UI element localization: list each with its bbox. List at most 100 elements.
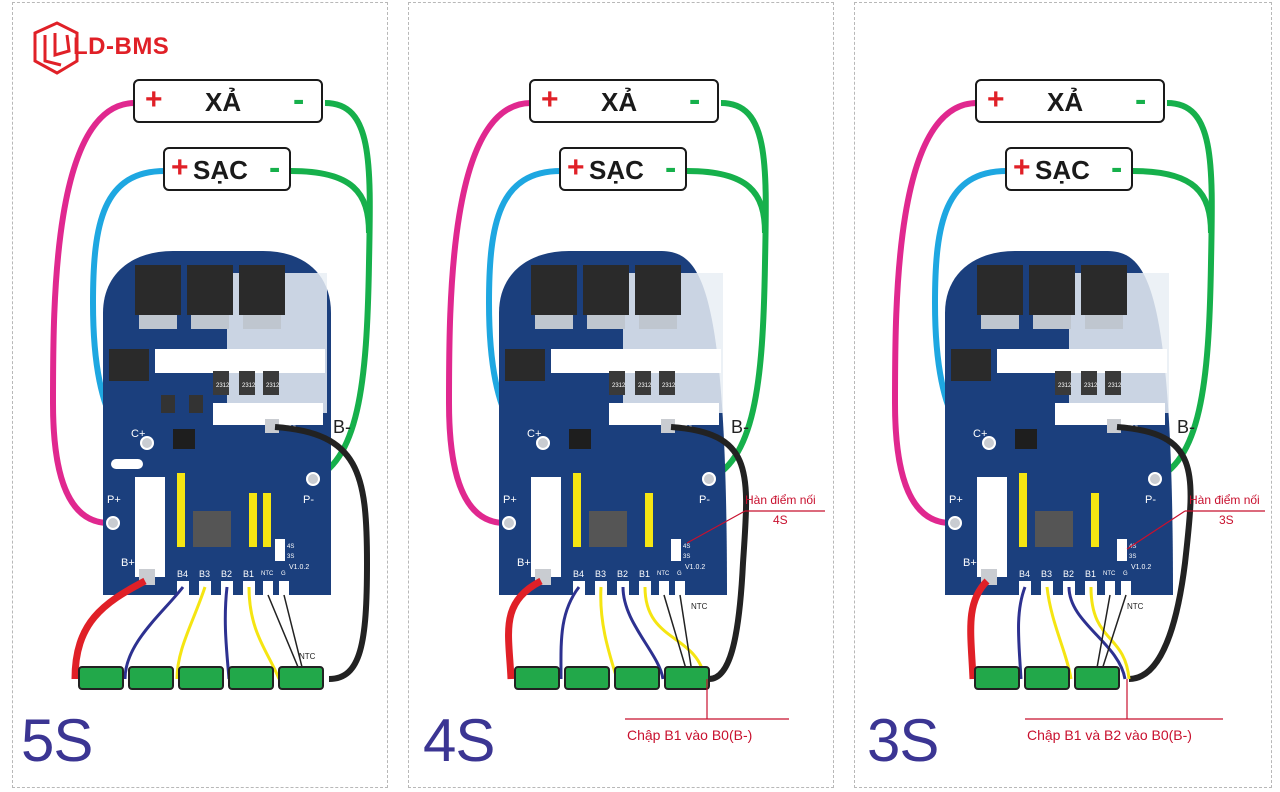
svg-text:B1: B1 (1085, 569, 1096, 579)
wiring-diagram-4s: 2312 2312 2312 4S 3S V1.0.2 C+ B- P+ P- … (445, 100, 825, 720)
svg-text:G: G (281, 571, 286, 577)
svg-text:3S: 3S (683, 554, 690, 560)
svg-text:2312: 2312 (242, 383, 256, 389)
discharge-plus: + (145, 83, 163, 116)
panel-3s: 2312 2312 2312 4S 3S V1.0.2 C+ B- P+ P- … (854, 2, 1272, 788)
svg-text:4S: 4S (287, 544, 294, 550)
config-label: 4S (423, 707, 495, 774)
svg-text:B+: B+ (963, 557, 977, 569)
svg-text:B2: B2 (221, 569, 232, 579)
bridge-note: Chập B1 và B2 vào B0(B-) (1027, 727, 1192, 743)
discharge-port-box: + XẢ - (975, 79, 1165, 123)
svg-text:4S: 4S (1129, 544, 1136, 550)
bms-ic (193, 511, 231, 547)
charge-label: SẠC (193, 155, 248, 185)
svg-text:NTC: NTC (1103, 571, 1116, 577)
svg-text:4S: 4S (683, 544, 690, 550)
discharge-minus: - (1135, 81, 1147, 119)
svg-text:P+: P+ (107, 494, 121, 506)
svg-text:2312: 2312 (1108, 383, 1122, 389)
brand-name: LD-BMS (73, 33, 170, 60)
discharge-plus: + (987, 83, 1005, 116)
bridge-note: Chập B1 vào B0(B-) (627, 727, 753, 743)
battery-cell (128, 666, 174, 690)
charge-minus-wire (290, 168, 372, 234)
svg-text:B3: B3 (199, 569, 210, 579)
svg-text:G: G (677, 571, 682, 577)
solder-note: Hàn điểm nối (1189, 493, 1260, 507)
battery-cell (78, 666, 124, 690)
discharge-plus: + (541, 83, 559, 116)
solder-target: 3S (1219, 513, 1234, 527)
discharge-port-box: + XẢ - (529, 79, 719, 123)
svg-text:P+: P+ (949, 494, 963, 506)
mosfet (187, 265, 233, 315)
battery-cell (178, 666, 224, 690)
svg-text:2312: 2312 (1058, 383, 1072, 389)
svg-text:B2: B2 (617, 569, 628, 579)
svg-text:C+: C+ (527, 428, 541, 440)
svg-text:2312: 2312 (638, 383, 652, 389)
charge-minus: - (665, 149, 677, 187)
discharge-port-box: + XẢ - (133, 79, 323, 123)
svg-text:NTC: NTC (691, 602, 708, 611)
charge-plus: + (567, 151, 585, 184)
solder-note: Hàn điểm nối (745, 493, 816, 507)
solder-target: 4S (773, 513, 788, 527)
svg-text:B+: B+ (517, 557, 531, 569)
svg-text:B1: B1 (639, 569, 650, 579)
discharge-minus: - (689, 81, 701, 119)
svg-text:2312: 2312 (612, 383, 626, 389)
config-label: 3S (867, 707, 939, 774)
config-label: 5S (21, 707, 93, 774)
svg-text:G: G (1123, 571, 1128, 577)
charge-port-box: + SẠC - (559, 147, 687, 191)
charge-minus: - (1111, 149, 1123, 187)
battery-cell (228, 666, 274, 690)
svg-text:B4: B4 (573, 569, 584, 579)
panel-4s: 2312 2312 2312 4S 3S V1.0.2 C+ B- P+ P- … (408, 2, 834, 788)
mosfet (239, 265, 285, 315)
svg-text:NTC: NTC (1127, 602, 1144, 611)
svg-text:B3: B3 (595, 569, 606, 579)
svg-text:B2: B2 (1063, 569, 1074, 579)
svg-text:C+: C+ (973, 428, 987, 440)
svg-text:B-: B- (731, 417, 749, 437)
discharge-plus-wire (49, 100, 136, 526)
svg-text:C+: C+ (131, 428, 145, 440)
discharge-minus: - (293, 81, 305, 119)
discharge-label: XẢ (601, 87, 638, 117)
svg-text:2312: 2312 (216, 383, 230, 389)
charge-plus: + (171, 151, 189, 184)
wiring-diagram-3s: 2312 2312 2312 4S 3S V1.0.2 C+ B- P+ P- … (891, 100, 1265, 720)
svg-text:B4: B4 (177, 569, 188, 579)
mosfet (135, 265, 181, 315)
svg-text:B3: B3 (1041, 569, 1052, 579)
svg-text:2312: 2312 (266, 383, 280, 389)
bplus-wire (71, 577, 147, 680)
svg-text:V1.0.2: V1.0.2 (1131, 564, 1151, 571)
svg-text:B+: B+ (121, 557, 135, 569)
discharge-label: XẢ (1047, 87, 1084, 117)
charge-port-box: + SẠC - (1005, 147, 1133, 191)
svg-text:3S: 3S (287, 554, 294, 560)
svg-text:P-: P- (699, 494, 710, 506)
svg-text:P-: P- (303, 494, 314, 506)
charge-plus: + (1013, 151, 1031, 184)
svg-text:B-: B- (333, 417, 351, 437)
svg-text:2312: 2312 (662, 383, 676, 389)
svg-text:B1: B1 (243, 569, 254, 579)
panel-5s: LD-BMS 2312 2312 2312 (12, 2, 388, 788)
svg-text:P-: P- (1145, 494, 1156, 506)
svg-text:NTC: NTC (657, 571, 670, 577)
svg-text:P+: P+ (503, 494, 517, 506)
b-minus-wire (274, 424, 371, 682)
svg-text:NTC: NTC (261, 571, 274, 577)
discharge-label: XẢ (205, 87, 242, 117)
svg-text:3S: 3S (1129, 554, 1136, 560)
battery-cell (278, 666, 324, 690)
ld-logo-icon (33, 21, 79, 75)
svg-text:2312: 2312 (1084, 383, 1098, 389)
charge-minus: - (269, 149, 281, 187)
charge-port-box: + SẠC - (163, 147, 291, 191)
